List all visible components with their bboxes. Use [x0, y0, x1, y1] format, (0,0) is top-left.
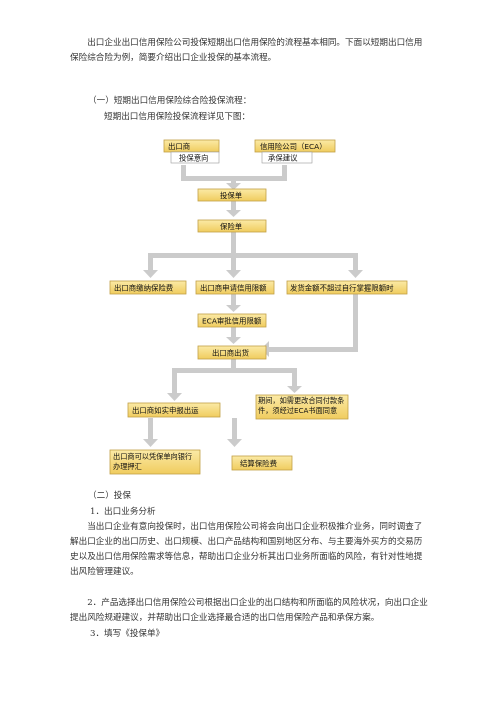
box-shipment-text: 出口商出货 — [212, 349, 249, 358]
box-settle — [231, 455, 293, 471]
box-finance — [109, 449, 201, 475]
label-intent-box — [170, 151, 220, 164]
box-pay-premium — [109, 280, 187, 295]
section2-heading: （二）投保 — [88, 491, 131, 501]
intro-paragraph: 出口企业出口信用保险公司投保短期出口信用保险的流程基本相同。下面以短期出口信用保… — [70, 38, 423, 63]
box-settle-text: 结算保险费 — [240, 459, 277, 468]
section1-heading: （一）短期出口信用保险综合险投保流程： — [88, 96, 252, 106]
box-application — [197, 188, 267, 202]
box-shipment — [197, 345, 267, 360]
flow-connectors — [143, 165, 363, 447]
box-finance-text: 出口商可以凭保单向银行办理押汇 — [113, 452, 193, 471]
label-advice-box — [261, 151, 313, 164]
item2-body: 2．产品选择出口信用保险公司根据出口企业的出口结构和所面临的风险状况，向出口企业… — [70, 598, 428, 623]
item3-title: 3．填写《投保单》 — [90, 629, 165, 639]
label-advice: 承保建议 — [268, 154, 298, 163]
box-self-limit-text: 发货金额不超过自行掌握限额时 — [290, 284, 394, 293]
section1-subheading: 短期出口信用保险投保流程详见下图： — [104, 112, 251, 122]
box-eca-approve-text: ECA审批信用限额 — [202, 317, 262, 326]
box-change-fo: 期间，如需更改合同付款条件，须经过ECA书面同意 — [258, 396, 345, 415]
item1-title: 1．出口业务分析 — [90, 507, 156, 517]
item1-body: 当出口企业有意向投保时，出口信用保险公司将会向出口企业积极推介业务，同时调查了解… — [70, 522, 423, 577]
box-credit-limit-text: 出口商申请信用限额 — [200, 284, 267, 293]
box-policy — [197, 219, 267, 233]
box-policy-text: 保险单 — [220, 222, 242, 231]
box-change-text: 期间，如需更改合同付款条件，须经过ECA书面同意 — [258, 396, 345, 415]
box-declare-text: 出口商如实申报出运 — [132, 406, 199, 415]
box-eca-approve — [197, 313, 267, 328]
box-self-limit — [286, 280, 408, 295]
box-application-text: 投保单 — [220, 191, 242, 200]
label-intent: 投保意向 — [179, 154, 209, 163]
box-declare — [127, 402, 221, 418]
box-finance-fo: 出口商可以凭保单向银行办理押汇 — [113, 452, 193, 471]
box-credit-limit — [195, 280, 275, 295]
box-pay-premium-text: 出口商缴纳保险费 — [114, 284, 173, 293]
box-exporter-text: 出口商 — [168, 142, 190, 151]
box-change — [255, 394, 349, 420]
box-insurer-text: 信用险公司（ECA） — [260, 142, 327, 151]
